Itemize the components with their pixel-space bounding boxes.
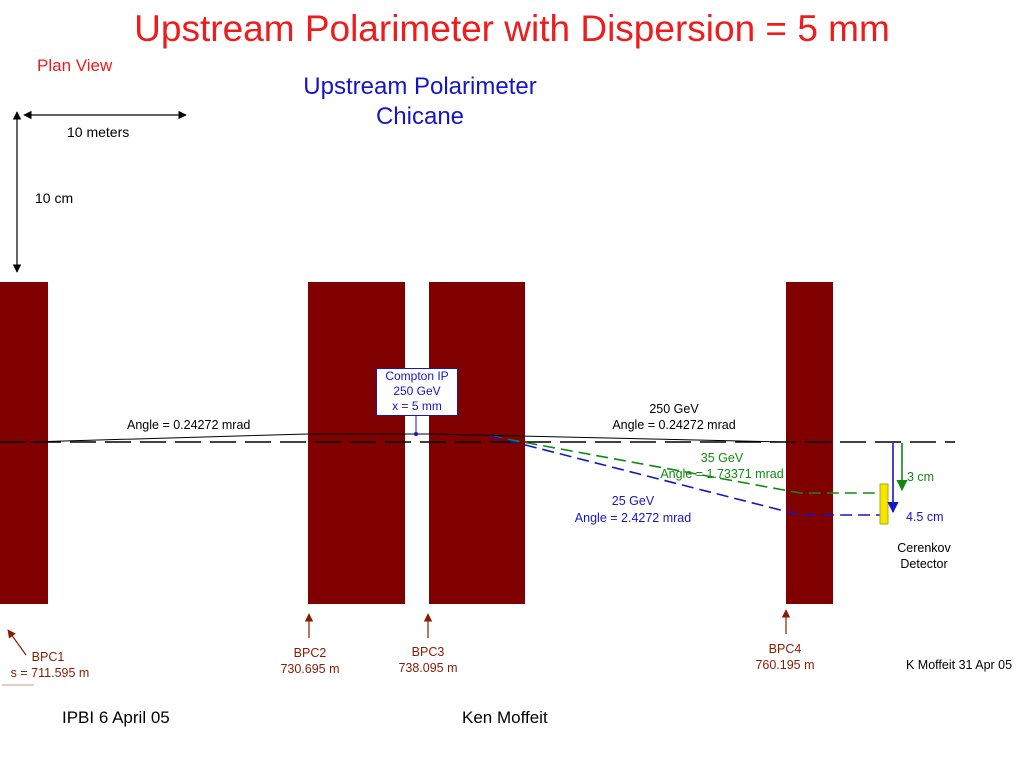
magnet-bpc3 [429, 282, 525, 604]
bpc1-position: s = 711.595 m [10, 666, 90, 680]
bpc1-arrow [7, 629, 27, 656]
footer-center: Ken Moffeit [462, 708, 548, 727]
compton-ip-offset: x = 5 mm [392, 399, 442, 413]
compton-ip-box: Compton IP 250 GeV x = 5 mm [376, 368, 458, 416]
page-title: Upstream Polarimeter with Dispersion = 5… [134, 8, 890, 49]
beam-35gev [489, 435, 880, 494]
bpc2-position: 730.695 m [280, 662, 340, 676]
bpc4-position: 760.195 m [755, 658, 815, 672]
offset-3cm-label: 3 cm [907, 470, 935, 484]
compton-ip-energy: 250 GeV [393, 384, 441, 398]
magnet-bpc2 [308, 282, 405, 604]
left-angle-label: Angle = 0.24272 mrad [127, 418, 251, 432]
credit-label: K Moffeit 31 Apr 05 [906, 658, 1013, 672]
chicane-title: Upstream Polarimeter Chicane [303, 73, 537, 130]
detector-label-line1: Cerenkov [897, 541, 951, 555]
detector-label-line2: Detector [900, 557, 948, 571]
bpc4-name: BPC4 [768, 642, 802, 656]
magnet-bpc1 [0, 282, 48, 604]
magnet-bpc4 [786, 282, 833, 604]
beam-25gev-energy: 25 GeV [611, 494, 655, 508]
horizontal-scale-label: 10 meters [67, 124, 130, 140]
footer-left: IPBI 6 April 05 [62, 708, 170, 727]
beam-35gev-angle: Angle = 1.73371 mrad [660, 467, 784, 481]
cerenkov-detector [879, 483, 889, 525]
compton-ip-point [414, 432, 418, 436]
beam-250gev [29, 433, 787, 443]
beam-25gev-angle: Angle = 2.4272 mrad [574, 511, 692, 525]
compton-ip-title: Compton IP [385, 369, 449, 383]
beam-35gev-energy: 35 GeV [700, 451, 744, 465]
bpc2-name: BPC2 [293, 646, 327, 660]
bpc3-name: BPC3 [411, 645, 445, 659]
bpc3-position: 738.095 m [398, 661, 458, 675]
right-energy-label: 250 GeV [649, 402, 699, 416]
bpc1-name: BPC1 [31, 650, 65, 664]
plan-view-label: Plan View [37, 56, 113, 75]
vertical-scale-label: 10 cm [35, 190, 74, 206]
offset-4p5cm-label: 4.5 cm [906, 510, 944, 524]
right-angle-label: Angle = 0.24272 mrad [612, 418, 736, 432]
